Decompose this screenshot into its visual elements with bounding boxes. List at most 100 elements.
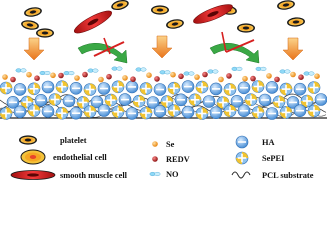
orange-down-arrow — [23, 37, 45, 61]
redv-dot-icon — [34, 75, 40, 81]
ha-circle-icon — [13, 82, 27, 96]
red-cross-mark — [225, 39, 255, 53]
legend-label-smooth-muscle-cell: smooth muscle cell — [60, 171, 128, 180]
no-molecule-icon — [135, 67, 147, 72]
ha-circle-icon — [258, 93, 272, 107]
ha-circle-icon — [181, 80, 195, 94]
selenium-dot-icon — [146, 72, 152, 78]
redv-dot-icon — [178, 73, 184, 80]
selenium-dot-icon — [26, 71, 32, 78]
coating-surface-layer — [0, 66, 327, 120]
arrows — [23, 31, 304, 64]
selenium-dot-icon — [50, 72, 56, 79]
redv-dot-icon — [154, 76, 160, 82]
platelet-icon — [23, 5, 43, 19]
platelet-icon — [286, 16, 306, 28]
legend-label-se: Se — [166, 140, 175, 149]
platelet-icon — [165, 17, 185, 31]
ha-circle-icon — [118, 93, 132, 107]
no-molecule-icon — [255, 66, 267, 71]
platelet-icon — [19, 135, 37, 145]
ha-circle-icon — [41, 104, 55, 118]
legend-label-sepei: SePEI — [262, 154, 284, 163]
orange-down-arrow — [151, 35, 173, 59]
redv-dot-icon — [106, 73, 112, 80]
ha-circle-icon — [235, 135, 249, 149]
green-curved-arrow — [77, 42, 128, 64]
selenium-dot-icon — [266, 73, 272, 79]
platelet-icon — [36, 28, 54, 38]
ha-circle-icon — [181, 105, 195, 119]
sepei-circle-icon — [83, 83, 97, 96]
selenium-dot-icon — [122, 75, 128, 81]
sepei-circle-icon — [0, 106, 13, 120]
sepei-circle-icon — [307, 104, 321, 118]
sepei-circle-icon — [0, 81, 13, 95]
selenium-dot-icon — [194, 74, 200, 80]
sepei-circle-icon — [104, 93, 118, 107]
selenium-dot-icon — [170, 71, 176, 78]
diagram-canvas: platelet endothelial cell smooth muscle … — [0, 0, 327, 180]
sepei-circle-icon — [307, 81, 321, 94]
ha-circle-icon — [209, 82, 223, 96]
sepei-circle-icon — [251, 80, 265, 93]
sepei-circle-icon — [167, 81, 181, 95]
redv-dot-icon — [274, 76, 280, 83]
ha-circle-icon — [202, 95, 216, 108]
sepei-circle-icon — [235, 151, 249, 165]
sepei-circle-icon — [55, 80, 69, 94]
ha-circle-icon — [237, 81, 251, 95]
no-molecule-icon — [303, 71, 315, 76]
selenium-dot-icon — [314, 73, 320, 79]
redv-dot-icon — [58, 72, 64, 79]
legend-label-ha: HA — [262, 138, 275, 147]
no-molecule-icon — [183, 71, 195, 76]
sepei-circle-icon — [132, 94, 146, 108]
selenium-dot-icon — [74, 75, 80, 81]
smooth-muscle-cell-nucleus — [87, 18, 99, 26]
ha-circle-icon — [265, 107, 279, 120]
selenium-dot-icon — [242, 75, 248, 82]
no-molecule-icon — [149, 171, 161, 177]
smooth-muscle-cell-icon — [10, 170, 56, 180]
selenium-dot-icon — [218, 76, 224, 83]
legend-label-platelet: platelet — [60, 136, 87, 145]
legend-label-endothelial-cell: endothelial cell — [53, 153, 107, 162]
sepei-circle-icon — [188, 93, 202, 107]
pcl-wave-icon — [231, 171, 251, 179]
selenium-dot-icon — [2, 74, 8, 80]
ha-circle-icon — [34, 93, 48, 107]
sepei-circle-icon — [139, 82, 153, 96]
redv-dot-icon — [130, 76, 136, 82]
platelet-icon — [110, 0, 130, 12]
red-block-arrow — [103, 37, 111, 55]
green-curved-arrow — [209, 42, 260, 64]
ha-circle-icon — [13, 105, 27, 119]
ha-circle-icon — [209, 106, 223, 120]
legend-label-redv: REDV — [166, 155, 190, 164]
sepei-circle-icon — [27, 82, 41, 96]
sepei-circle-icon — [27, 104, 41, 117]
platelet-icon — [20, 18, 40, 32]
ha-circle-icon — [314, 93, 327, 106]
ha-circle-icon — [69, 106, 83, 120]
sepei-circle-icon — [195, 107, 209, 120]
no-molecule-icon — [111, 66, 123, 71]
redv-dot-icon — [82, 71, 88, 78]
platelet-icon — [151, 5, 169, 15]
no-molecule-icon — [87, 68, 99, 73]
selenium-dot-icon — [98, 76, 104, 83]
no-molecule-icon — [279, 69, 291, 74]
endothelial-cell-icon — [20, 149, 46, 165]
ha-circle-icon — [97, 104, 111, 117]
ha-circle-icon — [293, 82, 307, 96]
ha-circle-icon — [293, 104, 307, 118]
sepei-circle-icon — [223, 82, 237, 96]
sepei-circle-icon — [251, 105, 265, 119]
redv-dot-icon — [298, 74, 304, 80]
platelet-icon — [237, 23, 255, 33]
no-molecule-icon — [15, 68, 27, 73]
ha-circle-icon — [125, 106, 139, 120]
sepei-circle-icon — [223, 104, 237, 118]
sepei-circle-icon — [279, 82, 293, 96]
